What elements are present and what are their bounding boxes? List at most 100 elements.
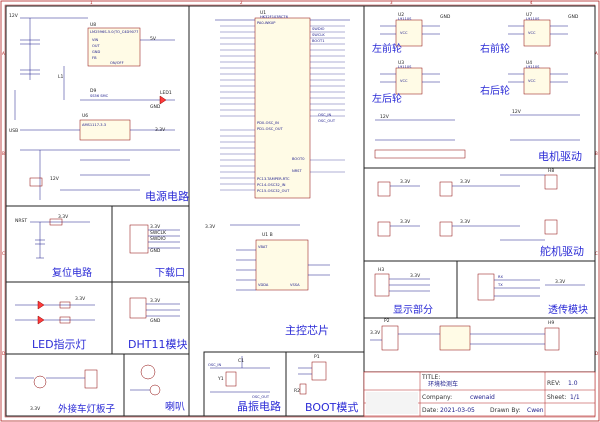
servo-3v3-a: 3.3V: [400, 179, 411, 185]
dl-gnd: GND: [150, 248, 161, 254]
section-title-buzzer: 喇叭: [165, 401, 185, 413]
part-u1-name: HK32F103RCT6: [260, 15, 289, 19]
part-u2: U2: [398, 12, 404, 18]
svg-text:A: A: [595, 51, 598, 56]
dl-3v3: 3.3V: [150, 224, 161, 230]
svg-text:1: 1: [90, 0, 93, 5]
section-title-crystal: 晶振电路: [237, 399, 281, 413]
wheel-right-rear: 右后轮: [480, 84, 510, 97]
dht-gnd: GND: [150, 318, 161, 324]
reset-circuit: [30, 218, 90, 259]
u8-pin-vin: VIN: [92, 38, 99, 42]
mcu-pin-pc13: PC13-TAMPER-RTC: [257, 177, 290, 181]
dht11-circuit: [129, 297, 180, 319]
mcu-pin-swclk: SWCLK: [312, 33, 325, 37]
reset-nrst: NRST: [15, 218, 27, 224]
misc-3v3: 3.3V: [370, 330, 381, 336]
part-c1: C1: [238, 358, 244, 364]
date-label: Date:: [422, 407, 438, 414]
drawn-value: Cwen: [527, 407, 544, 414]
section-title-mcu: 主控芯片: [285, 323, 329, 337]
section-title-bt: 透传模块: [548, 304, 588, 316]
part-r2: R2: [294, 388, 300, 394]
svg-text:2: 2: [240, 0, 243, 5]
section-title-power: 电源电路: [145, 189, 189, 203]
power-labels: 12V U8 LM2596S-5.0(TO_C4D9077 VIN OUT GN…: [9, 13, 172, 182]
part-u4: U4: [526, 60, 532, 66]
mcu-pin-boot1: BOOT1: [312, 39, 325, 43]
part-h9: H9: [548, 320, 554, 326]
part-d9-name: SS56 SMC: [90, 94, 109, 98]
svg-text:4: 4: [530, 0, 533, 5]
mcu-pin-pa0: PA0-WKUP: [257, 21, 276, 25]
company-value: cwenaid: [470, 394, 495, 401]
servo-3v3-b: 3.3V: [460, 179, 471, 185]
sheet-label: Sheet:: [547, 394, 566, 401]
motor-12v-a: 12V: [380, 114, 390, 120]
u8-pin-onoff: ON/OFF: [110, 61, 124, 65]
mcu-circuit: [215, 17, 350, 291]
svg-text:C: C: [595, 251, 598, 256]
mcu-pin-pd1: PD1-OSC_OUT: [257, 127, 283, 131]
servo-3v3-d: 3.3V: [460, 219, 471, 225]
led-circuit: [15, 300, 95, 325]
mcu-pin-osc-in: OSC_IN: [318, 113, 331, 117]
section-title-car-light: 外接车灯板子: [58, 403, 116, 415]
reset-3v3: 3.3V: [58, 214, 69, 220]
part-u4-name-b: L9110S: [526, 17, 540, 21]
svg-text:A: A: [2, 51, 5, 56]
motor-circuit: [374, 19, 580, 159]
part-u1: U1: [260, 10, 266, 16]
servo-3v3-c: 3.3V: [400, 219, 411, 225]
part-u8: U8: [90, 22, 96, 28]
motor-gnd-a: GND: [440, 14, 451, 20]
buzzer-circuit: [130, 364, 161, 396]
section-title-servo: 舵机驱动: [540, 244, 584, 258]
svg-text:B: B: [2, 151, 5, 156]
power-circuit: [14, 17, 180, 200]
date-value: 2021-03-05: [440, 407, 475, 414]
mcu-pin-vdda: VDDA: [258, 283, 269, 287]
part-u3: U3: [398, 60, 404, 66]
part-u6: U6: [82, 113, 88, 119]
bt-circuit: [477, 273, 585, 301]
part-u6-name: AMS1117-3.3: [82, 123, 106, 127]
svg-text:B: B: [595, 151, 598, 156]
section-title-led: LED指示灯: [32, 337, 87, 351]
bt-3v3: 3.3V: [555, 279, 566, 285]
dl-swdio: SWDIO: [150, 236, 166, 242]
title-label: TITLE:: [421, 374, 440, 381]
dl-swclk: SWCLK: [150, 230, 167, 236]
part-h3: H3: [378, 267, 384, 273]
net-3v3-out: 3.3V: [155, 127, 166, 133]
part-u4-name-a: L9110S: [398, 17, 412, 21]
section-title-dht11: DHT11模块: [128, 338, 187, 351]
part-u4-name-d: L9110S: [526, 65, 540, 69]
mcu-pin-nrst: NRST: [292, 169, 302, 173]
drawn-label: Drawn By:: [490, 407, 521, 414]
download-circuit: [129, 224, 180, 254]
net-12v-power-b: 12V: [50, 176, 60, 182]
u8-pin-fb: FB: [92, 56, 97, 60]
display-3v3: 3.3V: [410, 273, 421, 279]
car-light-circuit: [15, 369, 98, 389]
part-u7: U7: [526, 12, 532, 18]
wheel-right-front: 右前轮: [480, 42, 510, 55]
part-h8: H8: [548, 168, 554, 174]
net-5v-out: 5V: [150, 36, 157, 42]
part-p2: P2: [384, 318, 390, 324]
part-y1: Y1: [217, 376, 224, 382]
motor-gnd-b: GND: [568, 14, 579, 20]
mcu-pin-osc-out: OSC_OUT: [318, 119, 336, 123]
motor-12v-b: 12V: [512, 109, 522, 115]
sheet-value: 1/1: [570, 394, 580, 401]
servo-circuit: [377, 174, 558, 241]
mcu-pin-boot0: BOOT0: [292, 157, 305, 161]
mcu-3v3-a: 3.3V: [205, 224, 216, 230]
section-title-display: 显示部分: [393, 303, 433, 316]
title-value: 环境检测车: [428, 380, 458, 388]
part-p1: P1: [314, 354, 320, 360]
crystal-osc-in: OSC_IN: [208, 363, 221, 367]
part-u4-name-c: L9110S: [398, 65, 412, 69]
svg-text:D: D: [2, 351, 5, 356]
